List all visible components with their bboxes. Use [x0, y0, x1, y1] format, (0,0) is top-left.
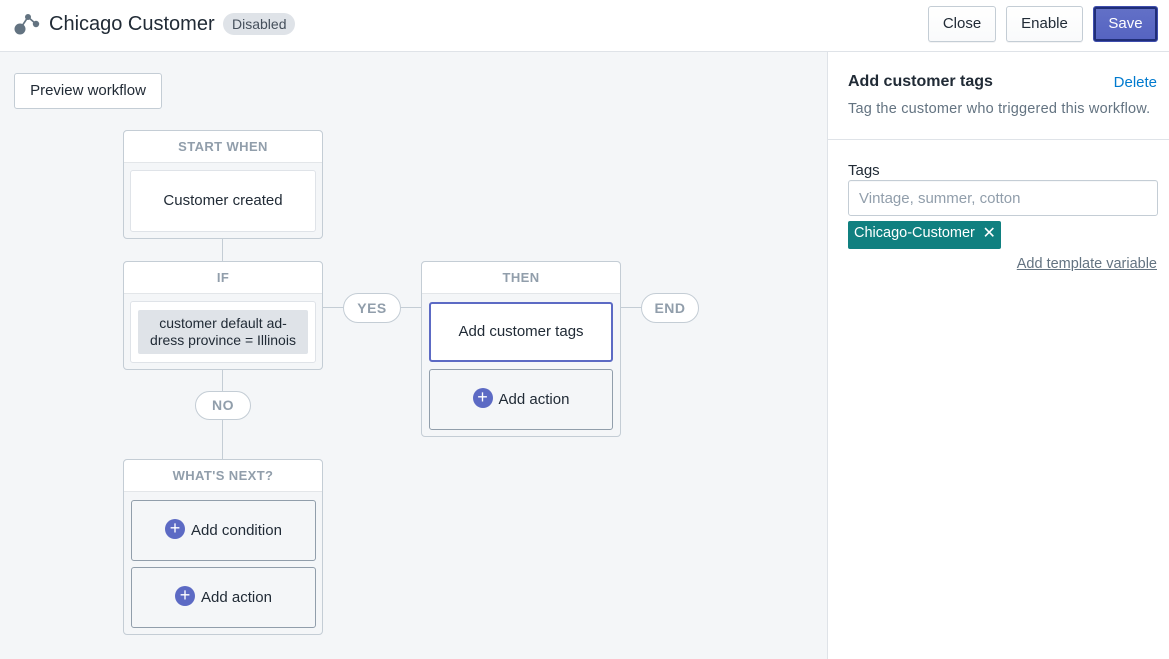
add-template-variable-link[interactable]: Add template variable [1016, 256, 1157, 272]
trigger-label: Customer created [163, 192, 283, 209]
tag-label: Chicago-Customer [854, 225, 975, 241]
end-label: END [641, 293, 699, 323]
condition-text-line2: dress province = Illinois [150, 332, 296, 348]
action-card-add-customer-tags[interactable]: Add customer tags [429, 302, 613, 362]
connector-line [222, 238, 223, 262]
add-action-button[interactable]: + Add action [131, 567, 316, 628]
flow-logo-icon [14, 14, 40, 35]
panel-title: Add customer tags [848, 73, 993, 90]
condition-text-line1: customer default ad- [159, 315, 287, 331]
condition-card[interactable]: customer default ad- dress province = Il… [130, 301, 316, 363]
tags-input[interactable] [848, 180, 1158, 216]
delete-link[interactable]: Delete [1113, 74, 1157, 91]
add-condition-label: Add condition [191, 522, 282, 539]
tags-label: Tags [848, 162, 880, 179]
add-condition-button[interactable]: + Add condition [131, 500, 316, 561]
enable-button[interactable]: Enable [1006, 6, 1083, 42]
divider [828, 139, 1169, 140]
no-label: NO [195, 391, 251, 420]
then-add-action-button[interactable]: + Add action [429, 369, 613, 430]
connector-line [400, 307, 422, 308]
action-label: Add customer tags [458, 323, 584, 340]
status-badge: Disabled [223, 13, 296, 35]
whats-next-header: WHAT'S NEXT? [124, 460, 322, 492]
page-title: Chicago Customer [49, 13, 215, 35]
top-bar: Chicago Customer Disabled Close Enable S… [0, 0, 1169, 52]
condition-node-header: IF [124, 262, 322, 294]
plus-circle-icon: + [472, 388, 493, 409]
then-node: THEN Add customer tags + Add action [421, 261, 621, 437]
tag-chip: Chicago-Customer ✕ [848, 221, 1001, 249]
whats-next-node: WHAT'S NEXT? + Add condition + Add action [123, 459, 323, 635]
preview-workflow-button[interactable]: Preview workflow [14, 73, 162, 109]
connector-line [620, 307, 642, 308]
connector-line [322, 307, 344, 308]
save-button[interactable]: Save [1093, 6, 1158, 42]
yes-label: YES [343, 293, 401, 323]
add-action-label: Add action [201, 589, 272, 606]
then-node-header: THEN [422, 262, 620, 294]
plus-circle-icon: + [175, 586, 196, 607]
add-action-label: Add action [498, 391, 570, 408]
panel-description: Tag the customer who triggered this work… [848, 101, 1151, 117]
connector-line [222, 419, 223, 460]
trigger-card[interactable]: Customer created [130, 170, 316, 232]
close-button[interactable]: Close [928, 6, 996, 42]
connector-line [222, 369, 223, 391]
condition-chip: customer default ad- dress province = Il… [138, 310, 308, 354]
start-node: START WHEN Customer created [123, 130, 323, 239]
start-node-header: START WHEN [124, 131, 322, 163]
action-settings-panel: Add customer tags Delete Tag the custome… [827, 52, 1169, 659]
plus-circle-icon: + [165, 519, 186, 540]
close-icon[interactable]: ✕ [982, 225, 996, 242]
condition-node: IF customer default ad- dress province =… [123, 261, 323, 370]
